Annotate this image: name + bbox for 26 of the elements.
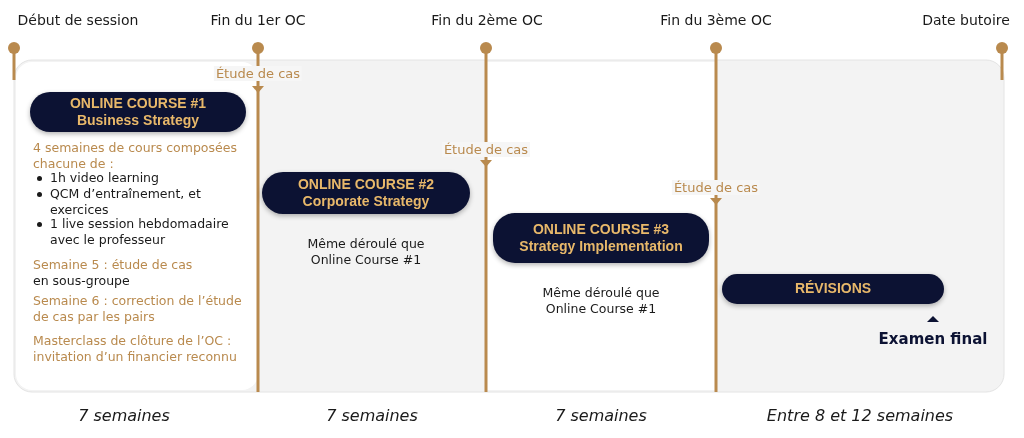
case-study-label: Étude de cas <box>213 66 303 81</box>
duration-label: 7 semaines <box>78 406 170 425</box>
description-text: Masterclass de clôture de l’OC : invitation d’un financier reconnu <box>33 333 238 366</box>
duration-label: 7 semaines <box>326 406 418 425</box>
description-text: Même déroulé que Online Course #1 <box>306 236 426 269</box>
case-study-label: Étude de cas <box>671 180 761 195</box>
description-text: en sous-groupe <box>33 273 131 290</box>
description-text: 4 semaines de cours composées chacune de : <box>33 140 238 172</box>
bullet-text: QCM d’entraînement, et exercices <box>50 186 201 218</box>
bullet-text: 1h video learning <box>50 170 159 185</box>
exam-label: Examen final <box>878 330 988 348</box>
description-text: Semaine 5 : étude de cas <box>33 257 194 274</box>
course-pill: ONLINE COURSE #2 Corporate Strategy <box>262 172 470 214</box>
milestone-label: Fin du 3ème OC <box>660 12 772 28</box>
description-text: Même déroulé que Online Course #1 <box>541 285 661 318</box>
description-text: Semaine 6 : correction de l’étude de cas par les pairs <box>33 293 243 326</box>
bullet-text: 1 live session hebdomadaire avec le professeur <box>50 216 229 248</box>
milestone-label: Fin du 2ème OC <box>431 12 543 28</box>
duration-label: 7 semaines <box>555 406 647 425</box>
milestone-label: Début de session <box>17 12 139 28</box>
milestone-label: Fin du 1er OC <box>210 12 306 28</box>
milestone-label: Date butoire <box>922 12 1010 28</box>
duration-label: Entre 8 et 12 semaines <box>766 406 954 425</box>
course-pill: RÉVISIONS <box>722 274 944 304</box>
course-pill: ONLINE COURSE #3 Strategy Implementation <box>493 213 709 263</box>
course-pill: ONLINE COURSE #1 Business Strategy <box>30 92 246 132</box>
